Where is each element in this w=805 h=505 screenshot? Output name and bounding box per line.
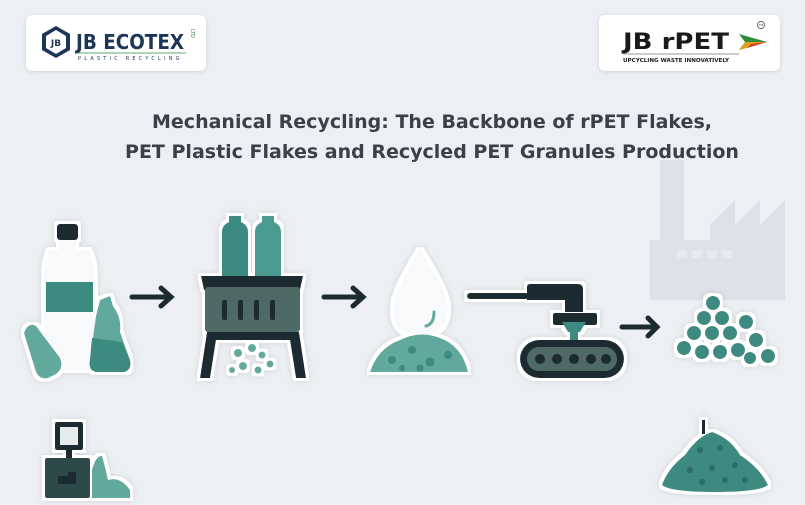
logo-name: JB rPET <box>621 30 729 55</box>
logo-tagline: PLASTIC RECYCLING <box>78 56 183 62</box>
flakes-pile-icon <box>662 420 768 492</box>
granules-pile-icon <box>677 296 775 364</box>
page-title-line-1: Mechanical Recycling: The Backbone of rP… <box>152 111 712 133</box>
logo-suffix: LTD <box>189 29 195 38</box>
pet-bottles-icon <box>24 224 131 379</box>
logo-tagline: UPCYCLING WASTE INNOVATIVELY <box>623 58 730 64</box>
svg-text:JB: JB <box>50 39 61 49</box>
arrow-right-icon <box>619 315 661 339</box>
extruder-conveyor-icon <box>467 284 624 378</box>
sorting-machine-icon <box>45 422 130 498</box>
jb-ecotex-logo: JB JB ECOTEX LTD PLASTIC RECYCLING <box>26 15 206 71</box>
washing-drop-icon <box>370 250 468 372</box>
jb-rpet-logo-graphic: JB rPET TM UPCYCLING WASTE INNOVATIVELY <box>621 21 767 64</box>
logo-name: JB ECOTEX <box>74 30 184 54</box>
page-title-line-2: PET Plastic Flakes and Recycled PET Gran… <box>125 141 739 163</box>
jb-rpet-logo: JB rPET TM UPCYCLING WASTE INNOVATIVELY <box>599 15 780 71</box>
jb-ecotex-logo-graphic: JB JB ECOTEX LTD PLASTIC RECYCLING <box>42 26 195 62</box>
trademark-mark: TM <box>758 23 764 27</box>
arrow-right-icon <box>321 285 367 309</box>
arrow-right-icon <box>129 285 175 309</box>
shredder-icon <box>200 216 306 378</box>
factory-silhouette-icon <box>650 160 785 300</box>
